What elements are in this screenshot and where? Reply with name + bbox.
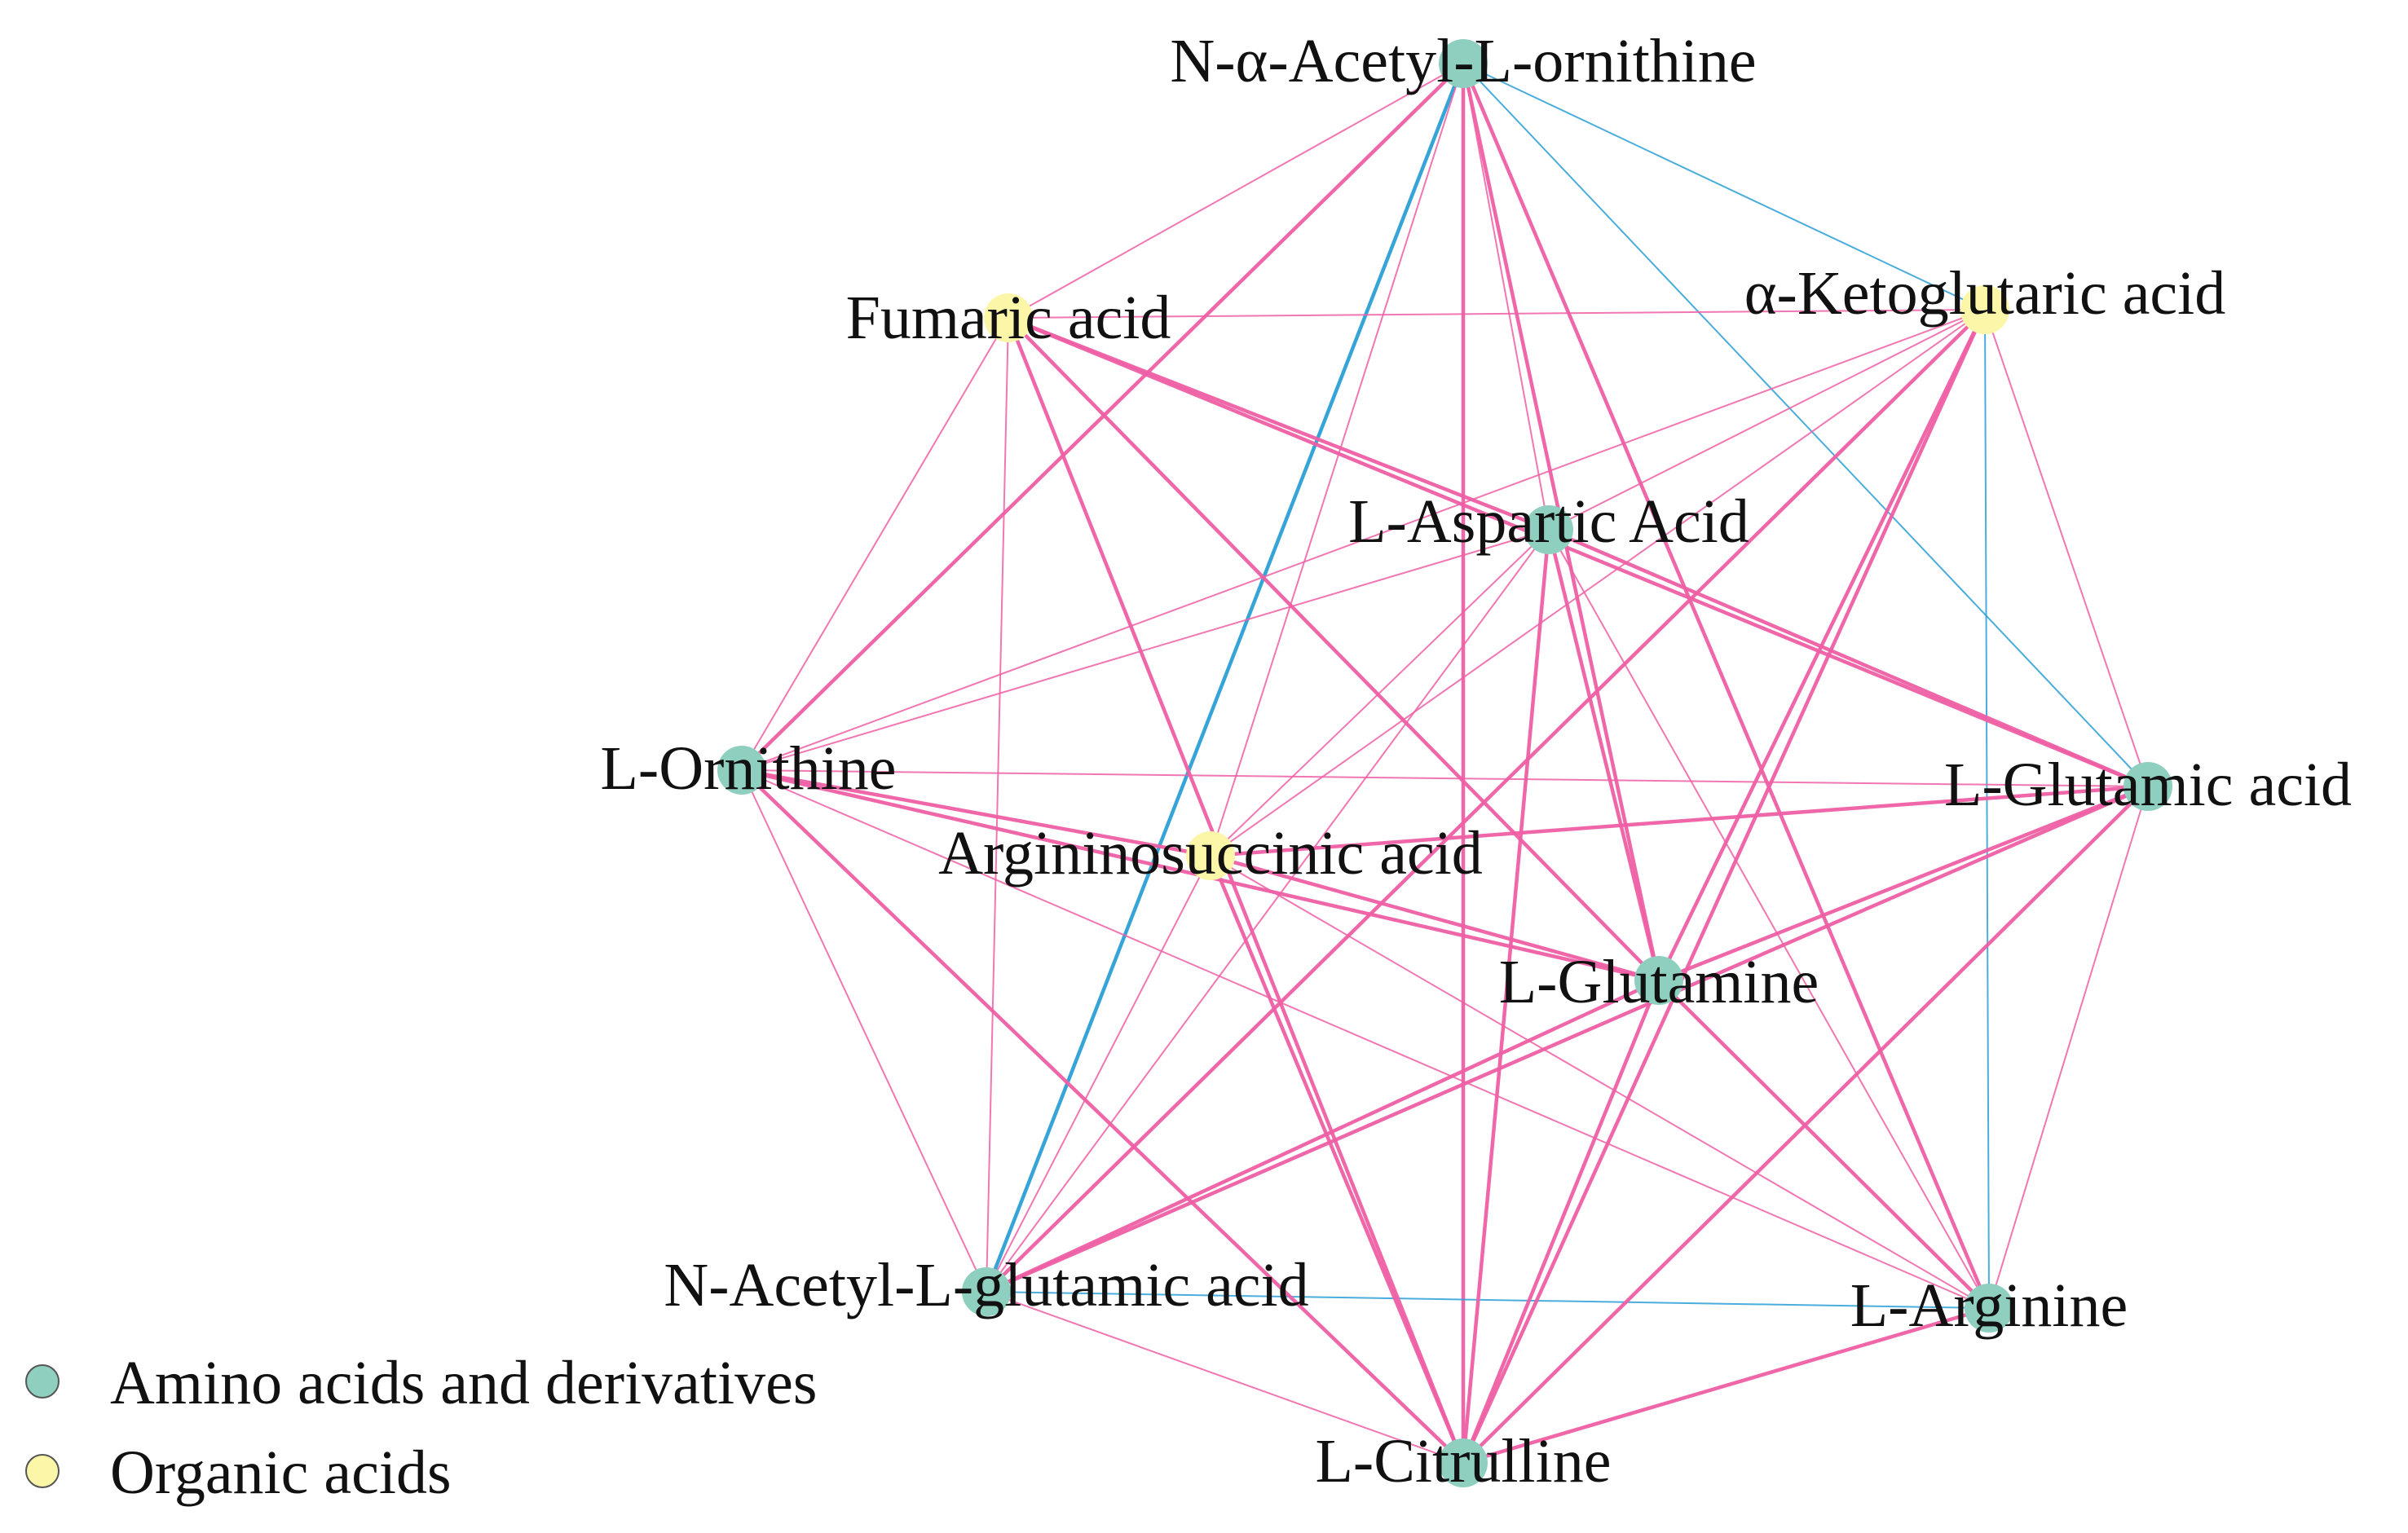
edge-orn-glu [741,769,2149,787]
edge-arsuc-cit [1208,855,1466,1464]
legend-label-amino: Amino acids and derivatives [110,1349,817,1417]
node-label-asp: L-Aspartic Acid [1348,487,1749,556]
node-nag [962,1267,1011,1316]
node-label-nalo: N-α-Acetyl-L-ornithine [1170,27,1756,95]
edge-gln-cit [1461,980,1661,1464]
edge-nalo-glu [1462,63,2149,787]
edge-asp-arsuc [1210,529,1550,857]
edge-asp-orn [741,529,1550,771]
edge-fum-cit [1006,317,1466,1464]
edge-asp-cit [1461,529,1551,1464]
node-label-cit: L-Citrulline [1315,1427,1611,1496]
node-glu [2124,762,2172,811]
edge-arsuc-gln [1210,853,1660,983]
node-label-fum: Fumaric acid [846,284,1171,352]
edge-akg-orn [741,309,1986,771]
node-label-arsuc: Argininosuccinic acid [938,819,1483,888]
legend-label-organic: Organic acids [110,1438,452,1507]
edge-orn-cit [740,769,1465,1465]
edge-cit-arg [1462,1306,1990,1465]
node-label-glu: L-Glutamic acid [1944,751,2352,819]
node-asp [1524,505,1573,554]
node-label-orn: L-Ornithine [600,734,896,803]
edge-nalo-fum [1008,63,1464,319]
edge-asp-arg [1548,529,1990,1309]
edge-akg-arsuc [1210,309,1986,857]
node-cit [1439,1438,1488,1487]
edge-nalo-akg [1462,63,1986,311]
node-arsuc [1186,831,1235,880]
edge-arsuc-glu [1210,784,2149,858]
node-akg [1960,285,2009,334]
edge-orn-arg [741,769,1990,1309]
edge-fum-nag [986,317,1009,1293]
edge-asp-glu [1548,527,2149,789]
node-labels: N-α-Acetyl-L-ornithine α-Ketoglutaric aci… [600,27,2352,1496]
edge-gln-glu [1658,784,2149,983]
node-fum [984,293,1033,342]
edge-nag-arg [986,1291,1990,1309]
node-arg [1965,1284,2013,1333]
edge-fum-orn [741,317,1009,771]
edge-orn-nag [741,769,987,1293]
node-nalo [1439,39,1488,88]
node-label-akg: α-Ketoglutaric acid [1744,259,2226,328]
edge-arsuc-arg [1210,855,1990,1309]
node-label-nag: N-Acetyl-L-glutamic acid [664,1251,1308,1319]
edge-fum-glu [1008,315,2149,789]
edge-glu-cit [1462,785,2150,1465]
edge-gln-nag [986,978,1660,1294]
edge-arsuc-nag [986,855,1211,1293]
edge-glu-nag [986,784,2149,1294]
edge-nalo-orn [740,62,1465,772]
edge-akg-asp [1548,309,1986,531]
legend-swatch-organic [25,1454,60,1488]
edge-asp-nag [986,529,1550,1293]
edge-glu-arg [1988,786,2149,1309]
network-nodes [717,39,2172,1487]
edge-akg-cit [1461,309,1987,1464]
node-orn [717,746,766,795]
node-gln [1634,956,1683,1005]
edge-fum-gln [1007,316,1660,982]
legend-swatch-amino [25,1364,60,1399]
edge-akg-nag [985,308,1987,1293]
edge-akg-glu [1984,309,2149,787]
network-edges [740,62,2150,1465]
edge-akg-arg [1984,309,1990,1309]
edge-orn-arsuc [741,768,1211,858]
edge-fum-akg [1008,309,1986,319]
node-label-arg: L-Arginine [1850,1271,2128,1340]
edge-gln-arg [1657,979,1991,1310]
edge-nag-cit [986,1291,1464,1464]
edge-nalo-arsuc [1210,63,1464,857]
edge-asp-gln [1546,529,1661,981]
node-label-gln: L-Glutamine [1499,948,1819,1016]
edge-nalo-asp [1462,63,1550,531]
edge-nalo-nag [984,63,1466,1293]
edge-nalo-arg [1461,63,1991,1309]
